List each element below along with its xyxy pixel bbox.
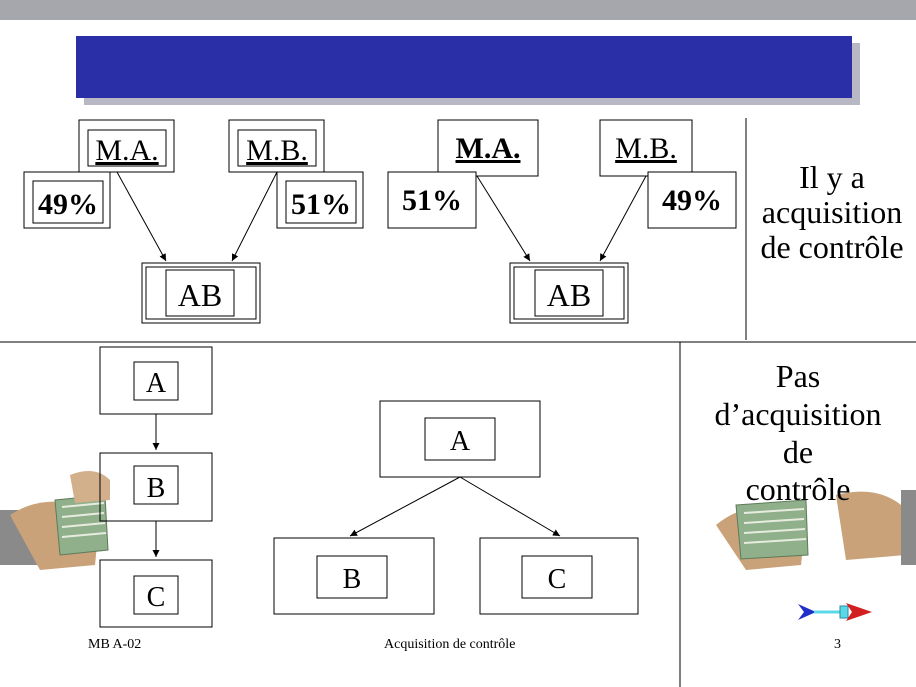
footer-center: Acquisition de contrôle (384, 637, 516, 652)
parent-label-ma-2: M.A. (456, 132, 521, 165)
parent-box-ma-2 (437, 119, 539, 177)
ownership-diagram-2: M.A. M.B. 51% 49% AB (387, 119, 737, 324)
conclusion-bottom-line1: Pas (775, 358, 821, 394)
conclusion-bottom-line2: d’acquisition (714, 395, 882, 432)
child-box-ab-2 (509, 262, 629, 324)
parent-label-mb: M.B. (246, 134, 308, 167)
parent-label-mb-2: M.B. (615, 132, 677, 165)
chain-label-a: A (146, 368, 167, 399)
parent-box-ma (78, 119, 175, 173)
tree-box-a (379, 400, 541, 478)
conclusion-bottom: Pas d’acquisition de contrôle (680, 358, 916, 509)
conclusion-top: Il y a acquisition de contrôle (748, 159, 916, 266)
share-label-b-2: 49% (662, 184, 722, 217)
share-label-a: 49% (38, 188, 98, 221)
tree-box-b (273, 537, 435, 615)
share-box-a-2 (387, 171, 477, 229)
footer-left: MB A-02 (88, 637, 142, 652)
handshake-money-icon-right (716, 490, 916, 570)
child-box-ab (141, 262, 261, 324)
share-label-a-2: 51% (402, 184, 462, 217)
conclusion-bottom-line4: contrôle (745, 471, 851, 508)
child-label-ab: AB (178, 277, 222, 313)
conclusion-bottom-line3: de (782, 433, 814, 470)
conclusion-top-line1: Il y a (799, 159, 865, 195)
page-number: 3 (834, 637, 841, 652)
chain-diagram: A B C (99, 346, 213, 628)
tree-label-b: B (343, 564, 362, 595)
tree-diagram: A B C (273, 400, 639, 615)
parent-label-ma: M.A. (95, 134, 158, 167)
ownership-diagram-1: M.A. M.B. 49% 51% AB (23, 119, 364, 324)
share-box-b-2 (647, 171, 737, 229)
next-arrow-icon[interactable] (796, 600, 876, 624)
chain-label-c: C (147, 582, 166, 613)
share-label-b: 51% (291, 188, 351, 221)
tree-box-c (479, 537, 639, 615)
handshake-money-icon (0, 471, 110, 570)
parent-box-mb (228, 119, 325, 173)
top-bar (0, 0, 916, 20)
title-banner (76, 36, 852, 98)
conclusion-top-line3: de contrôle (760, 229, 904, 266)
tree-label-c: C (548, 564, 567, 595)
chain-label-b: B (147, 473, 166, 504)
child-label-ab-2: AB (547, 277, 591, 313)
tree-label-a: A (450, 426, 471, 457)
conclusion-top-line2: acquisition (761, 194, 903, 231)
